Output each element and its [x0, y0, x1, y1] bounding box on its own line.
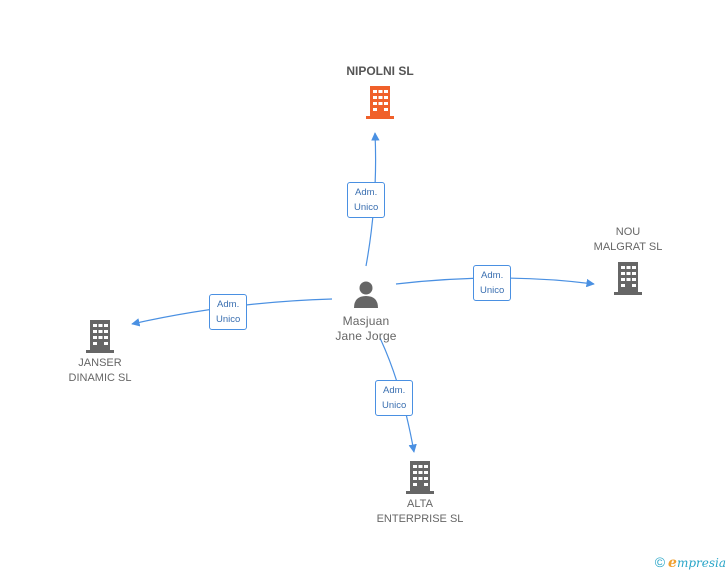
edge-label-alta: Adm. Unico — [375, 380, 414, 416]
edge-label-janser: Adm. Unico — [209, 294, 248, 330]
company-name: JANSER DINAMIC SL — [68, 357, 132, 384]
copyright-icon: © — [654, 554, 666, 570]
company-name: ALTA ENTERPRISE SL — [376, 498, 464, 525]
company-name: NIPOLNI SL — [346, 64, 414, 78]
company-node-nipolni[interactable]: NIPOLNI SL — [320, 64, 440, 120]
brand-logo-initial: e — [668, 555, 677, 571]
building-icon — [614, 262, 642, 295]
person-icon — [354, 281, 378, 308]
edge-label-nou-malgrat: Adm. Unico — [473, 265, 512, 301]
building-icon — [366, 86, 394, 119]
company-node-nou-malgrat[interactable]: NOU MALGRAT SL — [578, 225, 678, 296]
company-node-alta[interactable]: ALTA ENTERPRISE SL — [365, 459, 475, 527]
brand-logo-text: mpresia — [676, 556, 726, 570]
building-icon — [86, 320, 114, 353]
person-name: Masjuan Jane Jorge — [335, 314, 397, 343]
company-node-janser[interactable]: JANSER DINAMIC SL — [50, 318, 150, 386]
brand-footer[interactable]: ©empresia — [655, 554, 726, 571]
company-name: NOU MALGRAT SL — [593, 226, 663, 253]
person-node[interactable]: Masjuan Jane Jorge — [316, 279, 416, 344]
building-icon — [406, 461, 434, 494]
edge-label-nipolni: Adm. Unico — [347, 182, 386, 218]
